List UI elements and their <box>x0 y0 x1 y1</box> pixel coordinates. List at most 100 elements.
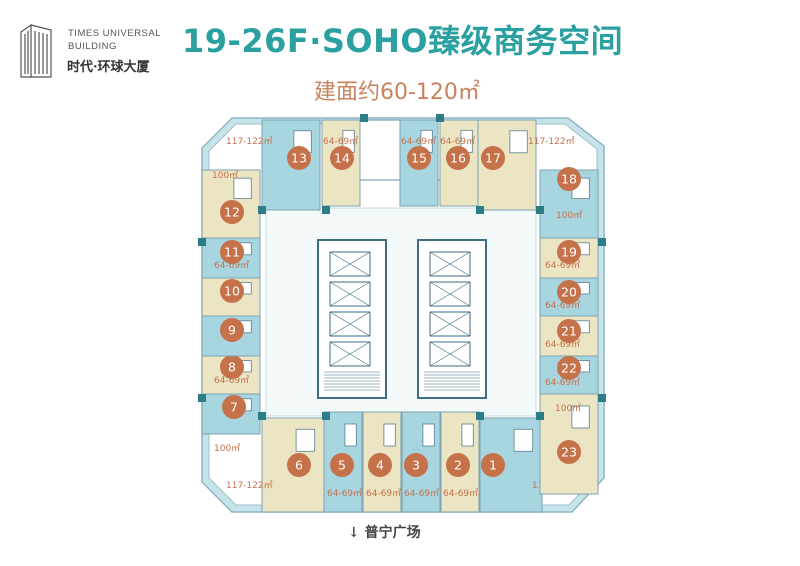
unit-2[interactable]: 2 64-69㎡ <box>440 411 480 513</box>
lift-cross <box>329 311 371 337</box>
unit-5[interactable]: 564-69㎡ <box>323 411 363 513</box>
brand-name-en-line1: TIMES UNIVERSAL <box>68 28 162 39</box>
unit-number-badge <box>446 146 470 170</box>
lift-shaft <box>429 341 471 367</box>
unit-3[interactable]: 364-69㎡ <box>401 411 441 513</box>
lift-shaft <box>429 251 471 277</box>
unit-number: 10 <box>224 284 240 299</box>
bathroom-fixture <box>344 423 357 447</box>
structural-column <box>598 394 606 402</box>
unit-area-label: 100㎡ <box>556 210 582 221</box>
unit-18[interactable]: 18 100㎡ <box>539 167 599 239</box>
unit-area-label: 64-69㎡ <box>401 136 436 147</box>
bathroom-fixture <box>509 130 528 154</box>
unit-number: 2 <box>454 458 462 473</box>
unit-number-badge <box>407 146 431 170</box>
unit-area-label: 64-69㎡ <box>545 300 580 311</box>
structural-column <box>436 114 444 122</box>
unit-number-badge <box>287 453 311 477</box>
unit-number: 9 <box>228 323 236 338</box>
unit-area-label: 64-69㎡ <box>440 136 475 147</box>
unit-number-badge <box>557 280 581 304</box>
page-title: 19-26F·SOHO臻级商务空间 <box>182 22 624 60</box>
structural-column <box>198 394 206 402</box>
bathroom-fixture <box>295 428 316 452</box>
unit-number: 6 <box>295 458 303 473</box>
lift-shaft <box>429 311 471 337</box>
unit-17[interactable]: 17 117-122㎡ <box>477 119 575 211</box>
unit-number-badge <box>446 453 470 477</box>
lift-shaft <box>329 281 371 307</box>
core-right <box>417 239 487 399</box>
unit-number: 14 <box>334 151 350 166</box>
unit-number-badge <box>557 167 581 191</box>
unit-1[interactable]: 1117-122㎡ <box>479 417 579 513</box>
structural-column <box>476 412 484 420</box>
unit-number: 13 <box>291 151 307 166</box>
unit-area-label: 64-69㎡ <box>327 488 362 499</box>
unit-15[interactable]: 15 64-69㎡ <box>399 119 439 207</box>
unit-number: 12 <box>224 205 240 220</box>
unit-number: 15 <box>411 151 427 166</box>
unit-number: 19 <box>561 245 577 260</box>
unit-number-badge <box>557 240 581 264</box>
area-subtitle: 建面约60-120㎡ <box>314 80 480 105</box>
unit-area-label: 64-69㎡ <box>323 136 358 147</box>
lift-cross <box>329 341 371 367</box>
unit-number: 11 <box>224 245 240 260</box>
unit-number: 18 <box>561 172 577 187</box>
unit-number: 4 <box>376 458 384 473</box>
unit-area-label: 64-69㎡ <box>214 260 249 271</box>
lift-cross <box>429 251 471 277</box>
unit-number-badge <box>368 453 392 477</box>
brand-logo: TIMES UNIVERSAL BUILDING 时代·环球大厦 <box>18 22 168 82</box>
unit-13[interactable]: 13 117-122㎡ <box>226 119 321 211</box>
unit-number-badge <box>330 146 354 170</box>
structural-column <box>258 206 266 214</box>
structural-column <box>536 412 544 420</box>
unit-area-label: 64-69㎡ <box>443 488 478 499</box>
unit-number-badge <box>220 200 244 224</box>
unit-area-label: 117-122㎡ <box>226 136 273 147</box>
unit-4[interactable]: 464-69㎡ <box>362 411 402 513</box>
unit-number-badge <box>220 318 244 342</box>
unit-number-badge <box>287 146 311 170</box>
structural-column <box>322 206 330 214</box>
structural-column <box>536 206 544 214</box>
unit-number-badge <box>557 356 581 380</box>
structural-column <box>598 238 606 246</box>
lift-cross <box>429 281 471 307</box>
unit-area-label: 100㎡ <box>555 403 581 414</box>
unit-9[interactable]: 9 <box>201 315 261 357</box>
unit-14[interactable]: 14 64-69㎡ <box>321 119 361 207</box>
bathroom-fixture <box>513 428 534 452</box>
unit-area-label: 117-122㎡ <box>528 136 575 147</box>
unit-number: 20 <box>561 285 577 300</box>
lift-shaft <box>329 341 371 367</box>
structural-column <box>258 412 266 420</box>
unit-8[interactable]: 864-69㎡ <box>201 355 261 395</box>
unit-number: 3 <box>412 458 420 473</box>
bathroom-fixture <box>571 405 590 429</box>
bathroom-fixture <box>233 177 252 199</box>
unit-10[interactable]: 10 <box>201 277 261 317</box>
unit-number: 8 <box>228 360 236 375</box>
unit-area-label: 100㎡ <box>214 443 240 454</box>
unit-number-badge <box>557 440 581 464</box>
unit-number-badge <box>222 395 246 419</box>
unit-number: 17 <box>485 151 501 166</box>
unit-number-badge <box>404 453 428 477</box>
bathroom-fixture <box>461 423 474 447</box>
structural-column <box>198 238 206 246</box>
unit-area-label: 64-69㎡ <box>545 339 580 350</box>
